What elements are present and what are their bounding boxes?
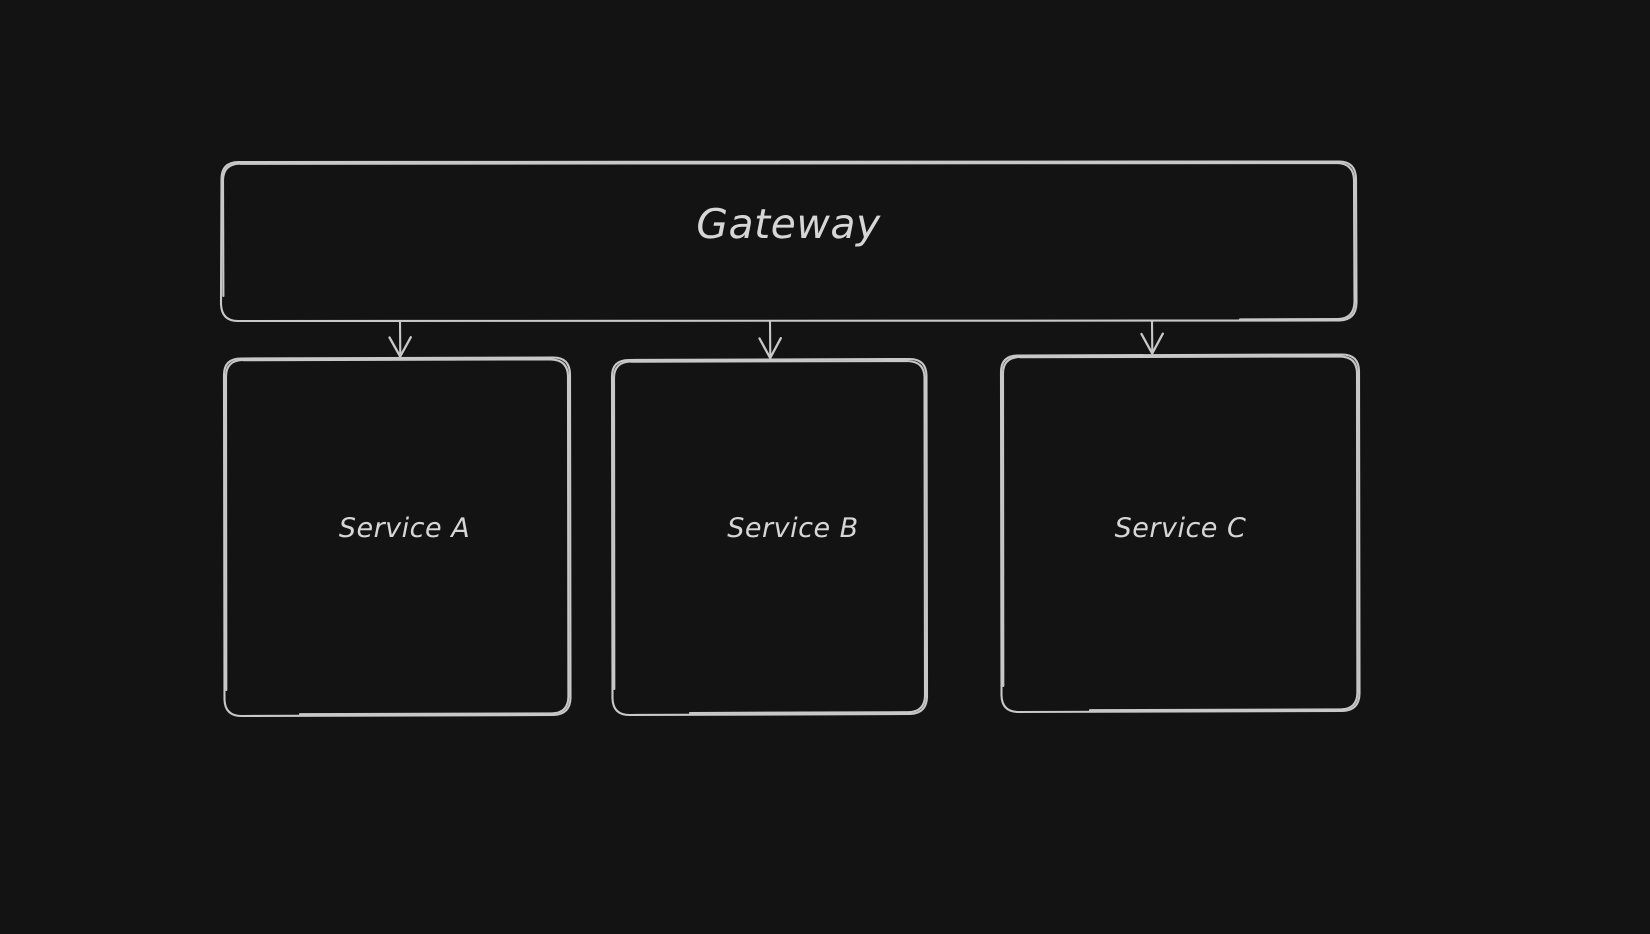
arrow-gateway-to-service-b [758,320,782,360]
arrow-gateway-to-service-c [1140,320,1164,355]
service-a-box-outline [222,356,572,718]
service-c-box-outline [999,353,1361,714]
arrow-gateway-to-service-a [388,320,412,358]
service-b-node[interactable] [613,377,973,714]
service-b-box-outline [610,357,929,717]
edge-gateway-to-service-c[interactable] [1132,321,1172,377]
gateway-node[interactable] [221,161,1356,321]
edge-gateway-to-service-a[interactable] [380,321,420,377]
service-a-node[interactable] [225,377,584,755]
edge-gateway-to-service-b[interactable] [750,321,790,377]
service-c-node[interactable] [1002,354,1359,715]
gateway-box-outline [219,160,1358,323]
